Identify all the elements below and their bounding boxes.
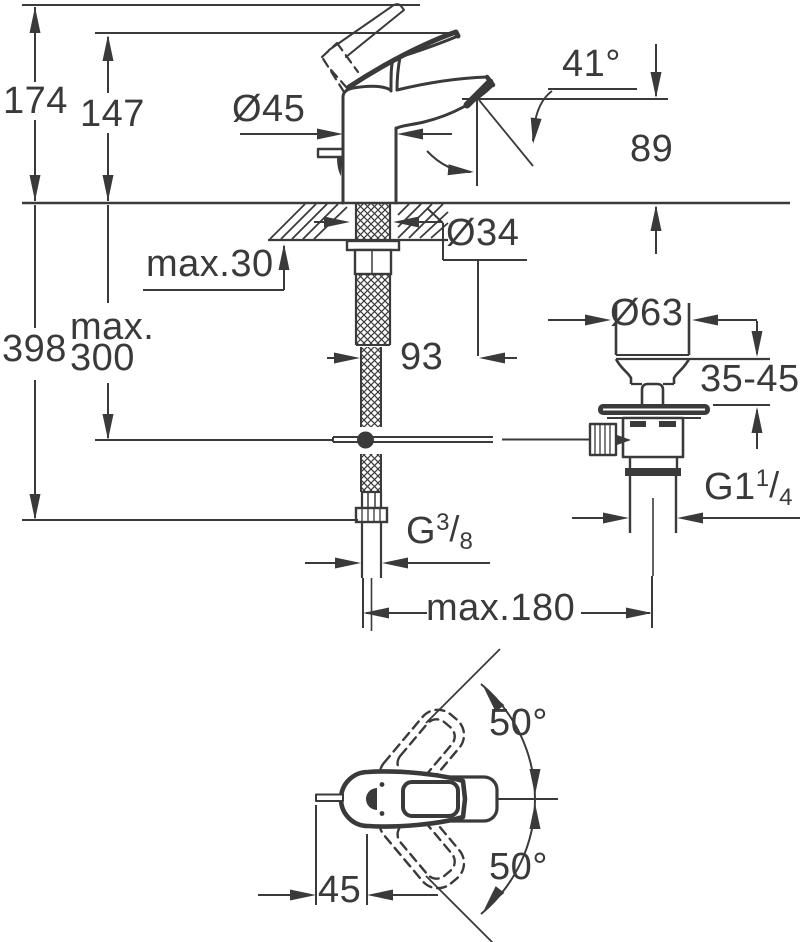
supply-thread-denominator: 8 <box>459 528 473 555</box>
dim-label-depth-below-total: 398 <box>2 328 67 370</box>
waste-thread-numerator: 1 <box>755 465 770 492</box>
dim-label-waste-top-diameter: Ø63 <box>610 292 684 334</box>
supply-thread-base: G <box>406 510 437 552</box>
dim-label-basin-rim-thickness: 35-45 <box>700 358 800 400</box>
waste-thread-denominator: 4 <box>779 484 793 511</box>
dim-label-body-diameter: Ø45 <box>232 88 306 130</box>
dim-label-total-height-closed: 147 <box>80 93 145 135</box>
dim-label-hose-length-max: max. 300 <box>70 306 155 379</box>
dim-label-hole-diameter: Ø34 <box>446 212 520 254</box>
waste-thread-base: G1 <box>704 466 756 508</box>
dim-label-spout-angle: 41° <box>562 43 621 85</box>
dimension-lines <box>22 4 800 942</box>
dim-label-reach-max: max.180 <box>426 587 576 629</box>
supply-thread-numerator: 3 <box>436 509 450 536</box>
dim-label-spout-height: 89 <box>630 128 674 170</box>
dim-label-supply-thread: G3/8 <box>406 509 473 554</box>
dim-label-center-offset: 93 <box>400 336 444 378</box>
dim-label-swivel-angle-lower: 50° <box>489 846 548 888</box>
front-view-faucet <box>316 3 496 205</box>
dim-label-swivel-angle-upper: 50° <box>489 702 548 744</box>
waste-valve <box>588 303 710 576</box>
waste-thread-slash: / <box>769 464 780 505</box>
top-view <box>315 708 499 890</box>
front-view-shank-hoses <box>332 204 590 631</box>
dim-label-deck-thickness-max: max.30 <box>146 243 274 285</box>
dim-label-waste-thread: G11/4 <box>704 465 792 510</box>
dim-label-rod-offset: 45 <box>318 869 362 911</box>
dim-label-total-height-open: 174 <box>3 80 68 122</box>
supply-thread-slash: / <box>449 508 460 549</box>
